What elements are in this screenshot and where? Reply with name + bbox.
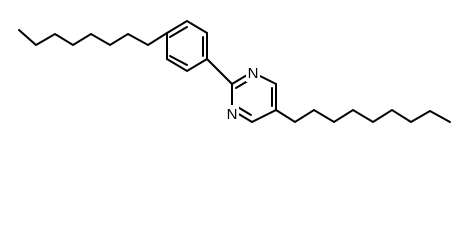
biaryl-bond [206,58,233,85]
phenyl-ring [166,19,208,73]
octyl-chain-upper [18,29,168,47]
atom-label: N [227,106,238,123]
phenyl-inner-bond [169,26,188,38]
phenyl-inner-bond [169,55,188,66]
atom-label: N [248,65,259,82]
octyl-chain-lower [275,108,451,124]
atom-label-layer: N N [225,64,260,123]
nitrogen-atom-n3: N [225,105,239,123]
nitrogen-atom-n1: N [246,64,260,82]
structure-diagram: N N [18,19,451,124]
